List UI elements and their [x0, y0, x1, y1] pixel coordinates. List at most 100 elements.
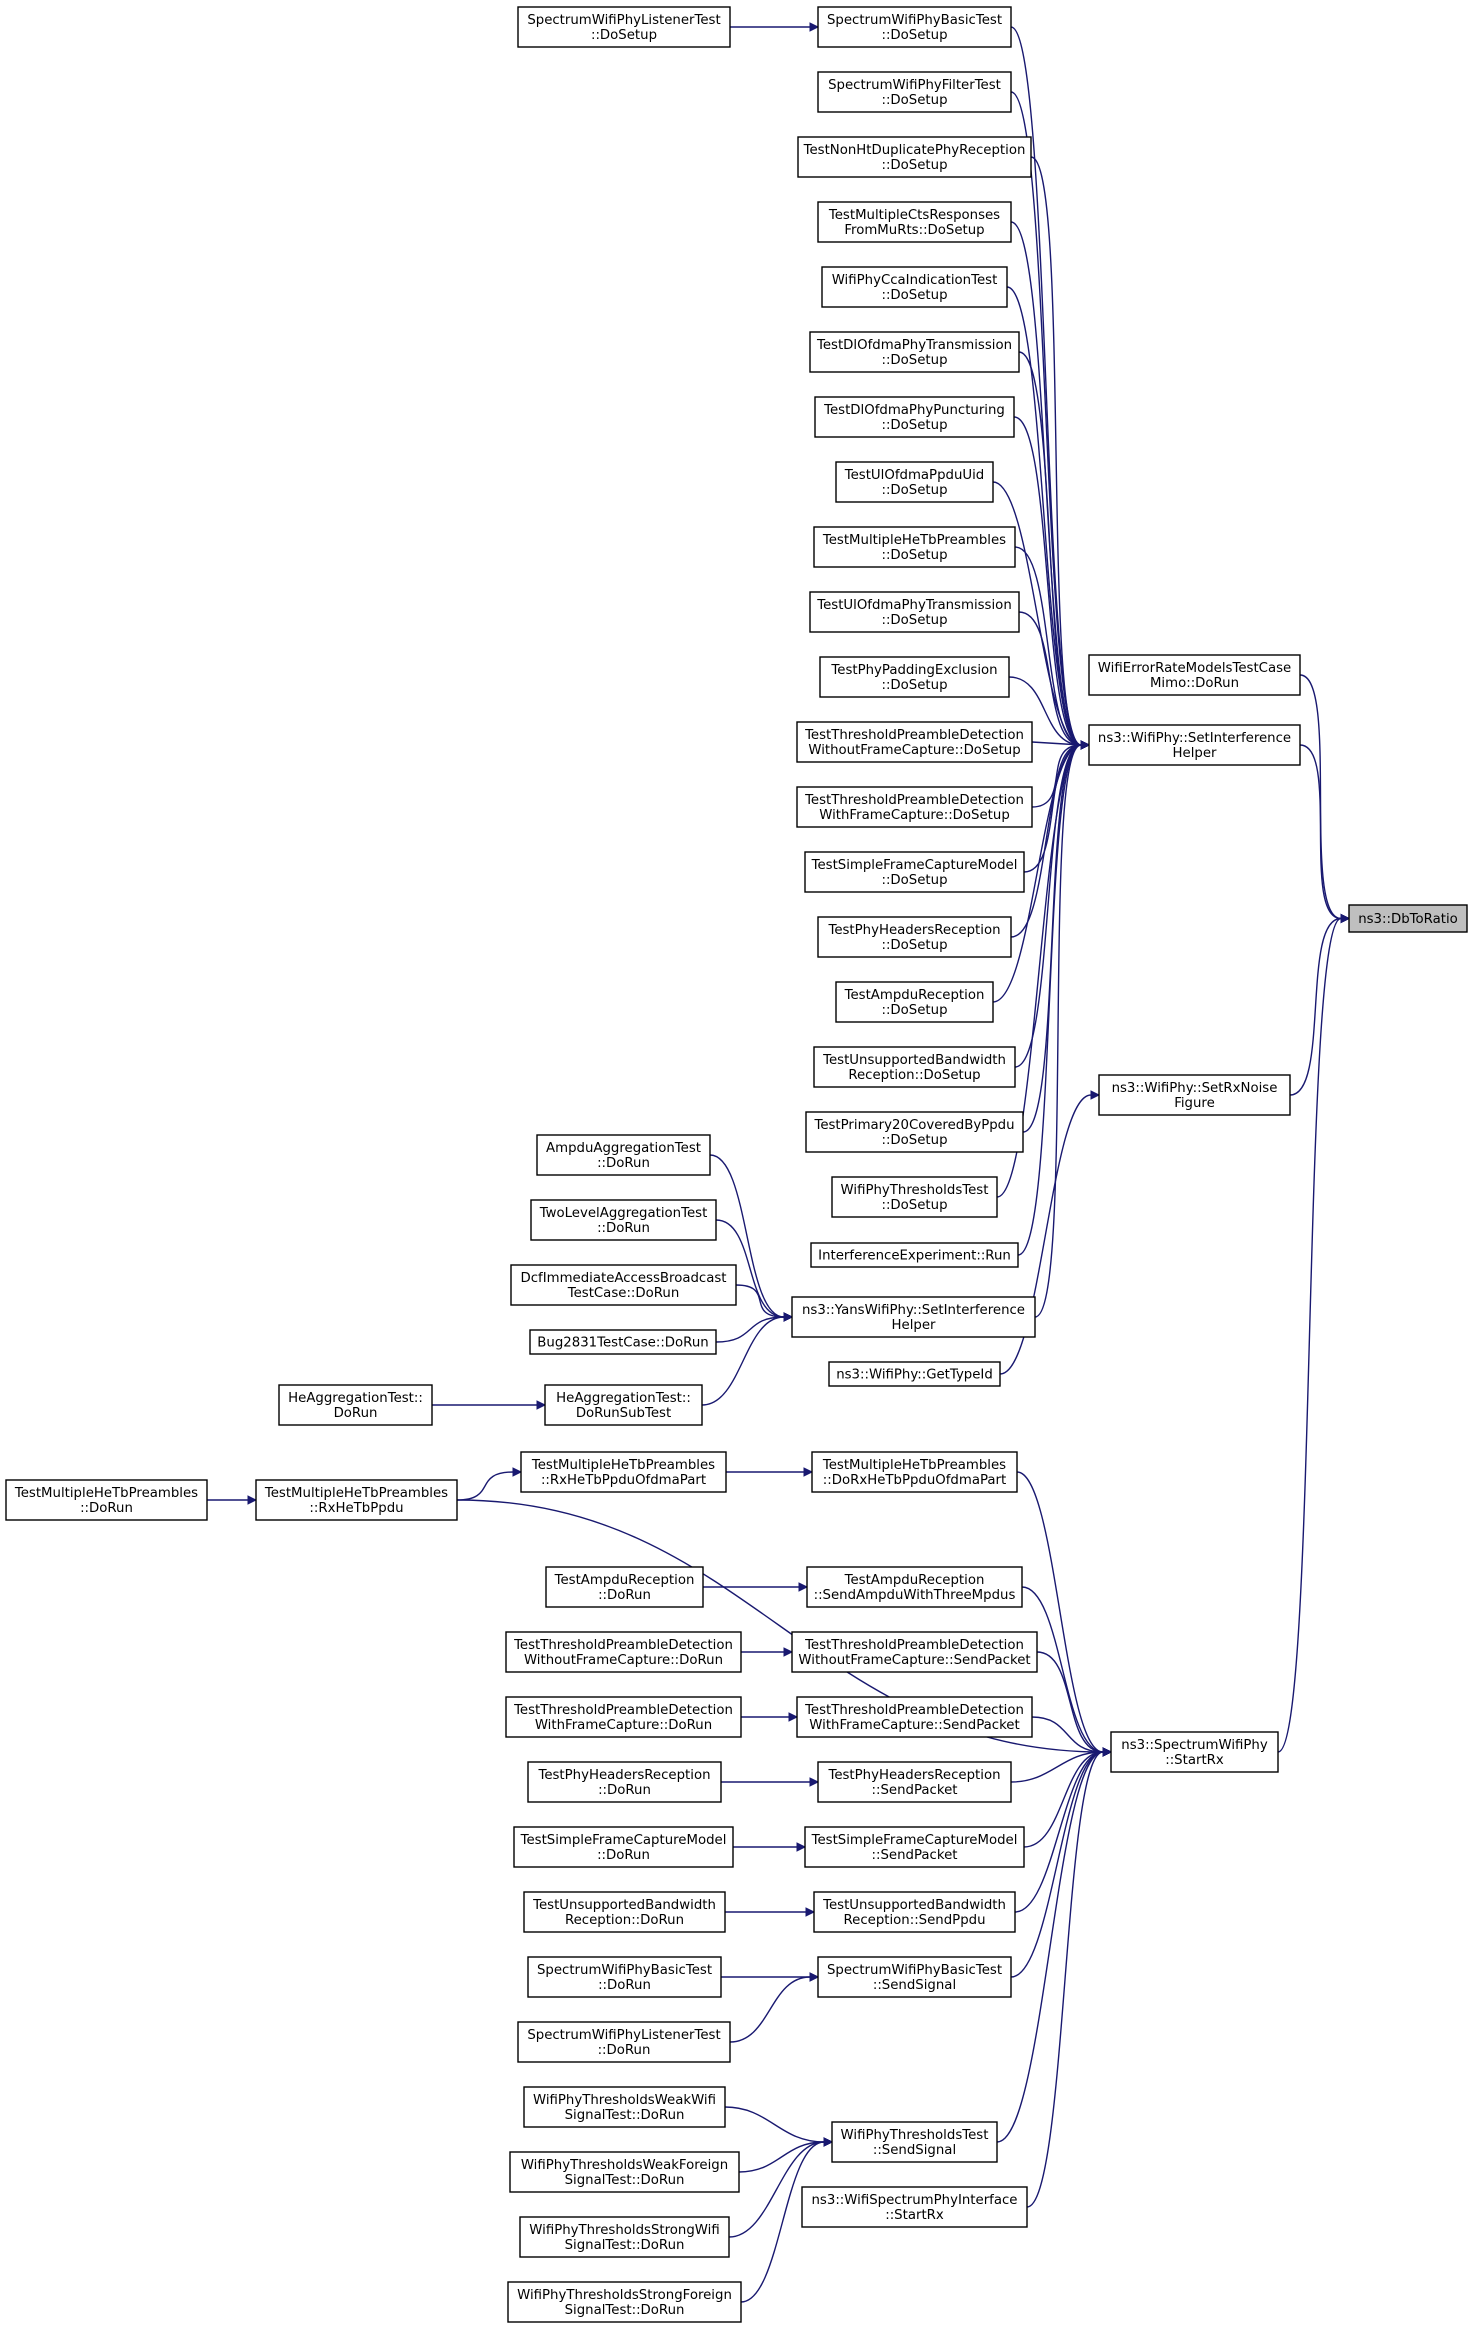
node-label: ::DoRun	[597, 1221, 650, 1236]
edge-line	[1010, 91, 1082, 746]
node-box	[809, 331, 1020, 373]
node-label: TestAmpduReception	[554, 1573, 695, 1588]
node-db-to-ratio[interactable]: ns3::DbToRatio	[1348, 904, 1468, 933]
node-swplistener-do-setup[interactable]: SpectrumWifiPhyListenerTest::DoSetup	[517, 6, 731, 48]
node-swplistener-run[interactable]: SpectrumWifiPhyListenerTest::DoRun	[517, 2021, 731, 2063]
node-thresh-without-setup[interactable]: TestThresholdPreambleDetectionWithoutFra…	[796, 721, 1033, 763]
node-weak-foreign[interactable]: WifiPhyThresholdsWeakForeignSignalTest::…	[509, 2151, 740, 2193]
node-cca-ind[interactable]: WifiPhyCcaIndicationTest::DoSetup	[821, 266, 1008, 308]
node-thresh-with-send[interactable]: TestThresholdPreambleDetectionWithFrameC…	[796, 1696, 1033, 1738]
node-label: HeAggregationTest::	[288, 1391, 423, 1406]
node-he-aggr-sub[interactable]: HeAggregationTest::DoRunSubTest	[544, 1384, 703, 1426]
node-box	[510, 1264, 737, 1306]
edge-arrowhead	[798, 1582, 809, 1592]
node-label: Reception::DoRun	[565, 1913, 684, 1928]
node-thresh-without-run[interactable]: TestThresholdPreambleDetectionWithoutFra…	[505, 1631, 742, 1673]
node-label: ::SendSignal	[873, 1978, 956, 1993]
node-label: WifiPhyThresholdsStrongWifi	[529, 2223, 719, 2238]
node-label: ::DoSetup	[881, 93, 947, 108]
edge-phy-hdr-run-to-phy-hdr-send	[721, 1777, 820, 1787]
node-multi-he-tb-rx[interactable]: TestMultipleHeTbPreambles::RxHeTbPpdu	[255, 1479, 458, 1521]
edge-arrowhead	[809, 1777, 820, 1787]
node-thresh-send[interactable]: WifiPhyThresholdsTest::SendSignal	[831, 2121, 998, 2163]
node-simple-fcsend[interactable]: TestSimpleFrameCaptureModel::SendPacket	[804, 1826, 1025, 1868]
node-label: TestMultipleHeTbPreambles	[14, 1486, 198, 1501]
node-dcf-immediate[interactable]: DcfImmediateAccessBroadcastTestCase::DoR…	[510, 1264, 737, 1306]
node-label: ::DoSetup	[881, 938, 947, 953]
node-ampdu-rec-run[interactable]: TestAmpduReception::DoRun	[545, 1566, 704, 1608]
node-dl-ofdma-tx[interactable]: TestDlOfdmaPhyTransmission::DoSetup	[809, 331, 1020, 373]
node-spec-start-rx[interactable]: ns3::SpectrumWifiPhy::StartRx	[1110, 1731, 1279, 1773]
node-two-level-aggr[interactable]: TwoLevelAggregationTest::DoRun	[530, 1199, 717, 1241]
node-phy-padding[interactable]: TestPhyPaddingExclusion::DoSetup	[819, 656, 1010, 698]
node-box	[817, 6, 1012, 48]
node-simple-fcrun[interactable]: TestSimpleFrameCaptureModel::DoRun	[513, 1826, 734, 1868]
node-simple-fcsetup[interactable]: TestSimpleFrameCaptureModel::DoSetup	[804, 851, 1025, 893]
edge-arrowhead	[1102, 1747, 1113, 1757]
node-label: TestMultipleHeTbPreambles	[531, 1458, 715, 1473]
node-thresh-with-run[interactable]: TestThresholdPreambleDetectionWithFrameC…	[505, 1696, 742, 1738]
node-unsup-bw-send[interactable]: TestUnsupportedBandwidthReception::SendP…	[813, 1891, 1016, 1933]
node-strong-wifi[interactable]: WifiPhyThresholdsStrongWifiSignalTest::D…	[519, 2216, 730, 2258]
node-swpbasic-run[interactable]: SpectrumWifiPhyBasicTest::DoRun	[527, 1956, 722, 1998]
node-he-aggr-run[interactable]: HeAggregationTest::DoRun	[278, 1384, 433, 1426]
node-label: TestSimpleFrameCaptureModel	[811, 1833, 1018, 1848]
edge-line	[1013, 416, 1082, 746]
node-multi-he-tb-do-run[interactable]: TestMultipleHeTbPreambles::DoRun	[5, 1479, 208, 1521]
edge-swplistener-do-setup-to-swpbasic-do-setup	[730, 22, 820, 32]
node-box	[519, 2216, 730, 2258]
node-phy-hdr-run[interactable]: TestPhyHeadersReception::DoRun	[527, 1761, 722, 1803]
node-ul-ppdu-uid[interactable]: TestUlOfdmaPpduUid::DoSetup	[835, 461, 994, 503]
node-label: ::SendPacket	[872, 1783, 958, 1798]
node-label: DoRun	[334, 1406, 378, 1421]
node-label: Figure	[1174, 1096, 1215, 1111]
node-multi-he-tb-do-rx-ofdma[interactable]: TestMultipleHeTbPreambles::DoRxHeTbPpduO…	[811, 1451, 1018, 1493]
edge-get-type-id-to-set-rx-noise	[999, 1090, 1101, 1375]
edge-line	[1031, 741, 1082, 746]
node-box	[278, 1384, 433, 1426]
node-ul-ofdma-tx[interactable]: TestUlOfdmaPhyTransmission::DoSetup	[809, 591, 1020, 633]
node-intf-exp-run[interactable]: InterferenceExperiment::Run	[810, 1242, 1019, 1268]
node-ampdu-aggr[interactable]: AmpduAggregationTest::DoRun	[536, 1134, 711, 1176]
node-label: SignalTest::DoRun	[565, 2238, 685, 2253]
node-thresh-test-setup[interactable]: WifiPhyThresholdsTest::DoSetup	[831, 1176, 998, 1218]
node-label: ::DoSetup	[881, 353, 947, 368]
node-phy-hdr-send[interactable]: TestPhyHeadersReception::SendPacket	[817, 1761, 1012, 1803]
node-ampdu-send[interactable]: TestAmpduReception::SendAmpduWithThreeMp…	[806, 1566, 1023, 1608]
node-primary20[interactable]: TestPrimary20CoveredByPpdu::DoSetup	[805, 1111, 1024, 1153]
node-box	[513, 1826, 734, 1868]
node-get-type-id[interactable]: ns3::WifiPhy::GetTypeId	[828, 1361, 1001, 1387]
node-multi-cts[interactable]: TestMultipleCtsResponsesFromMuRts::DoSet…	[817, 201, 1012, 243]
node-bug2831[interactable]: Bug2831TestCase::DoRun	[529, 1329, 717, 1355]
node-ampdu-rec-setup[interactable]: TestAmpduReception::DoSetup	[835, 981, 994, 1023]
edge-line	[1023, 744, 1082, 873]
node-weak-wifi[interactable]: WifiPhyThresholdsWeakWifiSignalTest::DoR…	[523, 2086, 726, 2128]
node-box	[821, 266, 1008, 308]
node-spec-if-start-rx[interactable]: ns3::WifiSpectrumPhyInterface::StartRx	[801, 2186, 1028, 2228]
edge-line	[1014, 546, 1082, 746]
node-multi-he-tb-rx-ofdma[interactable]: TestMultipleHeTbPreambles::RxHeTbPpduOfd…	[520, 1451, 727, 1493]
node-swpbasic-do-setup[interactable]: SpectrumWifiPhyBasicTest::DoSetup	[817, 6, 1012, 48]
node-multi-he-tb-setup[interactable]: TestMultipleHeTbPreambles::DoSetup	[813, 526, 1016, 568]
node-strong-foreign[interactable]: WifiPhyThresholdsStrongForeignSignalTest…	[507, 2281, 742, 2323]
node-phy-hdr-setup[interactable]: TestPhyHeadersReception::DoSetup	[817, 916, 1012, 958]
node-swpfilter[interactable]: SpectrumWifiPhyFilterTest::DoSetup	[817, 71, 1012, 113]
node-non-ht-dup[interactable]: TestNonHtDuplicatePhyReception::DoSetup	[797, 136, 1032, 178]
node-box	[505, 1631, 742, 1673]
node-thresh-with-setup[interactable]: TestThresholdPreambleDetectionWithFrameC…	[796, 786, 1033, 828]
node-unsup-bw-setup[interactable]: TestUnsupportedBandwidthReception::DoSet…	[813, 1046, 1016, 1088]
node-label: ::RxHeTbPpduOfdmaPart	[541, 1473, 706, 1488]
edge-set-intf-to-db-to-ratio	[1299, 744, 1351, 924]
node-swpbasic-send[interactable]: SpectrumWifiPhyBasicTest::SendSignal	[817, 1956, 1012, 1998]
node-label: WithoutFrameCapture::DoSetup	[808, 743, 1020, 758]
node-thresh-without-send[interactable]: TestThresholdPreambleDetectionWithoutFra…	[791, 1631, 1038, 1673]
node-label: TestUnsupportedBandwidth	[532, 1898, 716, 1913]
node-label: TestUlOfdmaPpduUid	[844, 468, 985, 483]
node-dl-ofdma-punct[interactable]: TestDlOfdmaPhyPuncturing::DoSetup	[814, 396, 1015, 438]
